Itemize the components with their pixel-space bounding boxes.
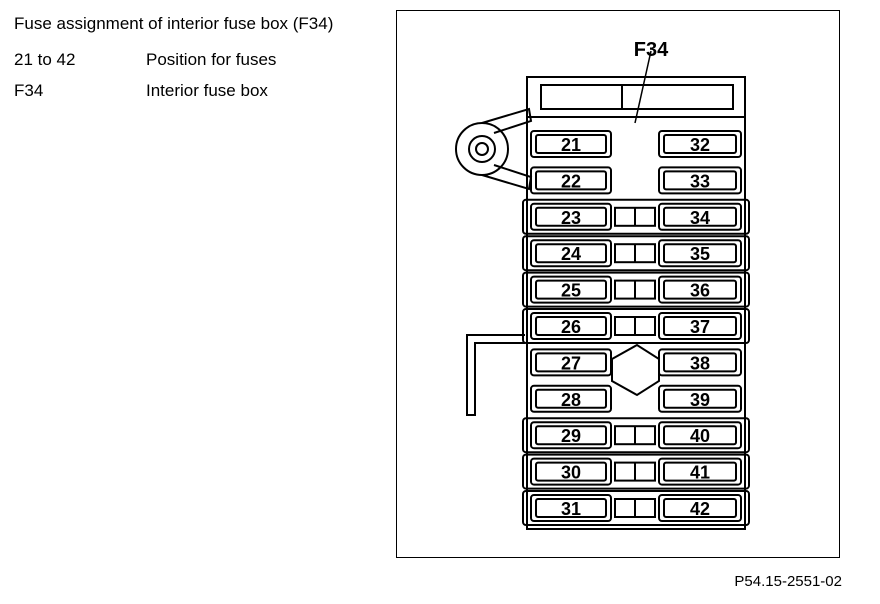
fuse-slot-inner [663, 170, 737, 191]
fuse-row-housing [522, 417, 750, 454]
fuse-slot-inner [535, 170, 607, 191]
fuse-slot [530, 275, 612, 304]
fuse-slot [658, 275, 742, 304]
fuse-number: 42 [690, 499, 710, 519]
side-bracket [466, 334, 525, 416]
fuse-slot-inner [535, 425, 607, 446]
fuse-box-diagram: F34 21 32 22 33 23 34 24 35 25 36 26 37 27 38 28 39 29 40… [455, 39, 750, 530]
fuse-row-housing [522, 235, 750, 272]
fuse-slot-inner [663, 279, 737, 300]
fuse-slot [658, 166, 742, 195]
fuse-slot [530, 239, 612, 268]
page-title: Fuse assignment of interior fuse box (F3… [14, 14, 334, 33]
legend-row: 21 to 42 Position for fuses [14, 50, 276, 81]
legend-key: F34 [14, 81, 44, 100]
fuse-slot-inner [535, 206, 607, 227]
fuse-number: 31 [561, 499, 581, 519]
fuse-slot-inner [663, 388, 737, 409]
fuse-number: 32 [690, 135, 710, 155]
fuse-slot [658, 348, 742, 377]
fuse-slot-inner [535, 243, 607, 264]
legend: 21 to 42 Position for fuses F34 Interior… [14, 50, 276, 112]
fuse-number: 33 [690, 171, 710, 191]
fuse-slot [658, 457, 742, 486]
fuse-slot-inner [535, 461, 607, 482]
fuse-slot [658, 494, 742, 522]
legend-desc: Position for fuses [146, 50, 277, 69]
fuse-rows: 21 32 22 33 23 34 24 35 25 36 26 37 27 38 28 39 29 40 30 41… [522, 130, 750, 526]
fuse-slot [658, 384, 742, 413]
top-connector [526, 76, 746, 118]
fuse-number: 30 [561, 463, 581, 483]
fuse-number: 37 [690, 317, 710, 337]
fuse-slot-inner [663, 206, 737, 227]
fuse-slot-inner [535, 498, 607, 518]
fuse-slot [530, 348, 612, 377]
fuse-slot [530, 202, 612, 231]
fuse-slot [530, 166, 612, 195]
label-leader [634, 50, 652, 124]
fuse-slot-inner [663, 352, 737, 373]
fuse-slot-inner [663, 134, 737, 154]
fuse-number: 22 [561, 171, 581, 191]
fuse-number: 29 [561, 426, 581, 446]
diagram-frame: F34 21 32 22 33 23 34 24 35 25 36 26 37 27 38 28 39 29 40… [396, 10, 840, 558]
legend-key: 21 to 42 [14, 50, 76, 69]
fuse-slot-inner [663, 498, 737, 518]
fuse-slot-inner [663, 461, 737, 482]
legend-desc: Interior fuse box [146, 81, 268, 100]
legend-row: F34 Interior fuse box [14, 81, 276, 112]
fuse-number: 21 [561, 135, 581, 155]
fuse-slot [530, 494, 612, 522]
center-connector [611, 343, 660, 397]
fuse-slot [658, 202, 742, 231]
fuse-number: 26 [561, 317, 581, 337]
fuse-number: 36 [690, 281, 710, 301]
fuse-row-housing [522, 198, 750, 235]
fuse-number: 24 [561, 244, 581, 264]
fuse-slot-inner [535, 388, 607, 409]
figure-id: P54.15-2551-02 [734, 573, 842, 590]
fuse-row-housing [522, 453, 750, 490]
fuse-slot-inner [663, 425, 737, 446]
fuse-slot [658, 130, 742, 158]
fuse-slot [530, 312, 612, 340]
fuse-slot-inner [535, 316, 607, 336]
fuse-number: 40 [690, 426, 710, 446]
fuse-slot-inner [535, 352, 607, 373]
fuse-number: 39 [690, 390, 710, 410]
fuse-slot [530, 421, 612, 450]
fuse-number: 25 [561, 281, 581, 301]
fuse-box-label: F34 [634, 39, 669, 61]
fuse-row-housing [522, 308, 750, 344]
fuse-slot [658, 239, 742, 268]
fuse-slot-inner [535, 134, 607, 154]
fuse-slot [530, 457, 612, 486]
fuse-slot-inner [663, 316, 737, 336]
fuse-row-housing [522, 490, 750, 526]
fuse-row-housing [522, 271, 750, 308]
fuse-slot-inner [535, 279, 607, 300]
fuse-slot [658, 421, 742, 450]
mounting-bracket [455, 107, 533, 191]
fuse-number: 34 [690, 208, 710, 228]
fuse-number: 38 [690, 353, 710, 373]
fuse-slot [658, 312, 742, 340]
fuse-number: 27 [561, 353, 581, 373]
fuse-slot [530, 130, 612, 158]
fuse-number: 28 [561, 390, 581, 410]
fuse-number: 23 [561, 208, 581, 228]
fuse-slot [530, 384, 612, 413]
fuse-number: 35 [690, 244, 710, 264]
fuse-slot-inner [663, 243, 737, 264]
fuse-number: 41 [690, 463, 710, 483]
